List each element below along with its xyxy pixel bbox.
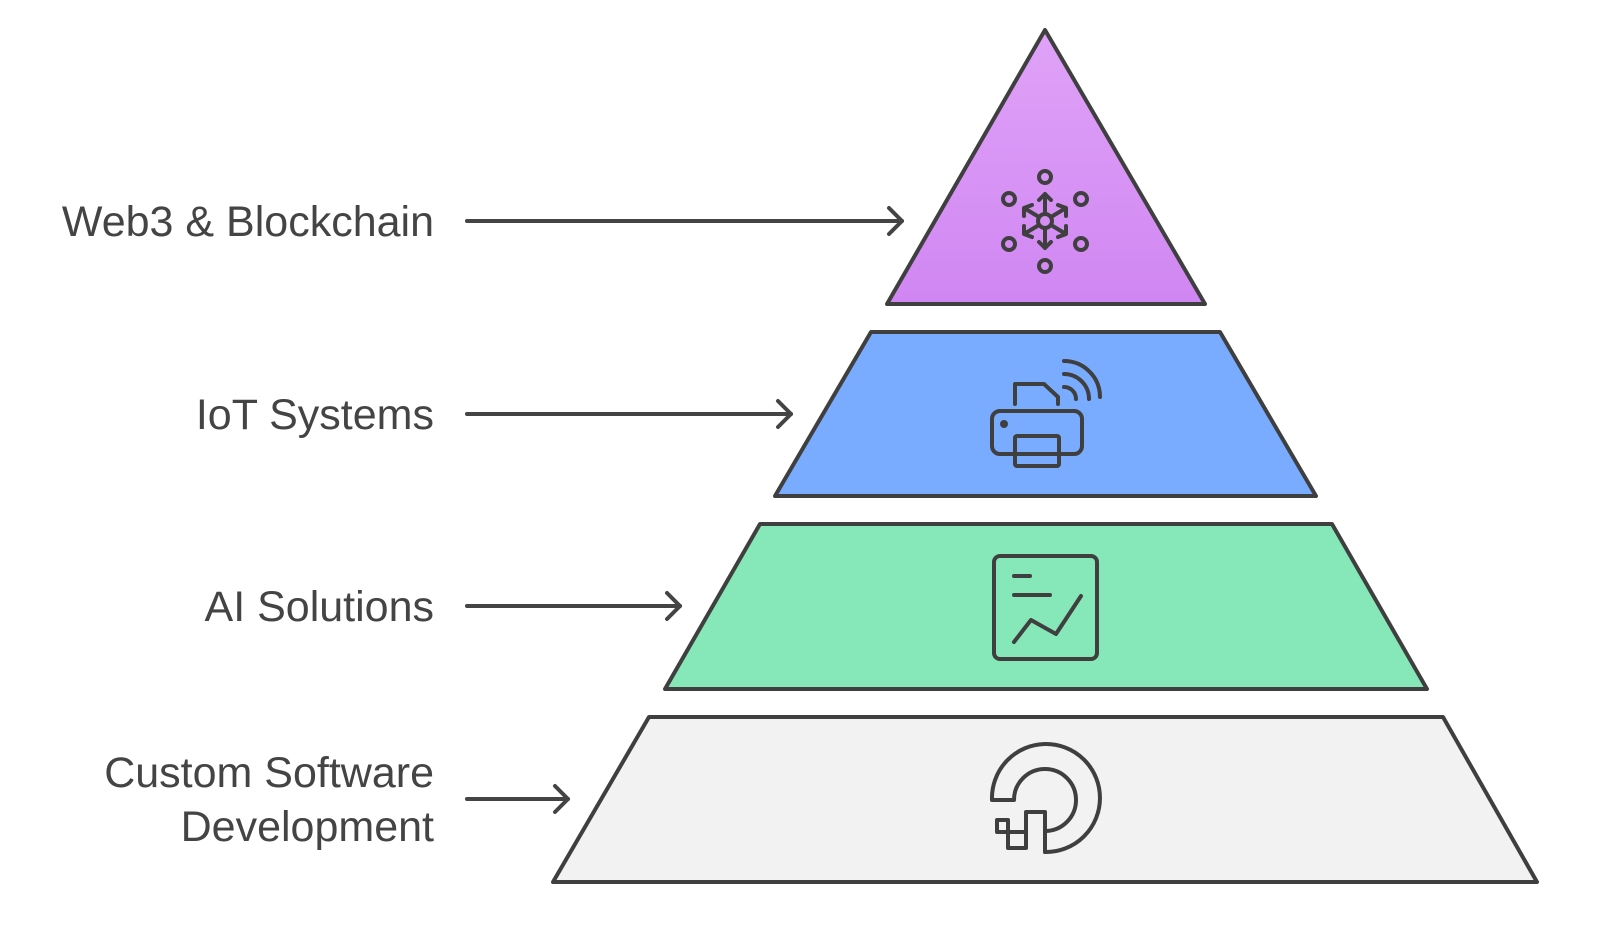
label-software-line-2: Development xyxy=(181,803,434,851)
label-web3: Web3 & Blockchain xyxy=(62,198,434,246)
level-shape-software xyxy=(551,715,1539,884)
level-shape-web3 xyxy=(885,28,1207,306)
wireless-printer-icon xyxy=(990,359,1102,468)
arrow-ai xyxy=(465,591,682,621)
pyramid-level-software xyxy=(551,715,1539,884)
label-software-line-1: Custom Software xyxy=(104,749,434,797)
pyramid-level-web3 xyxy=(885,28,1207,306)
label-ai: AI Solutions xyxy=(205,583,434,631)
arrow-iot xyxy=(465,399,793,429)
chart-document-icon xyxy=(992,554,1099,661)
level-shape-iot xyxy=(773,330,1318,498)
network-nodes-icon xyxy=(1001,169,1089,274)
digitalocean-logo-icon xyxy=(989,742,1102,855)
level-shape-ai xyxy=(663,522,1429,691)
arrow-web3 xyxy=(465,206,904,236)
pyramid-level-iot xyxy=(773,330,1318,498)
arrow-software xyxy=(465,784,570,814)
label-iot: IoT Systems xyxy=(196,391,434,439)
pyramid-level-ai xyxy=(663,522,1429,691)
